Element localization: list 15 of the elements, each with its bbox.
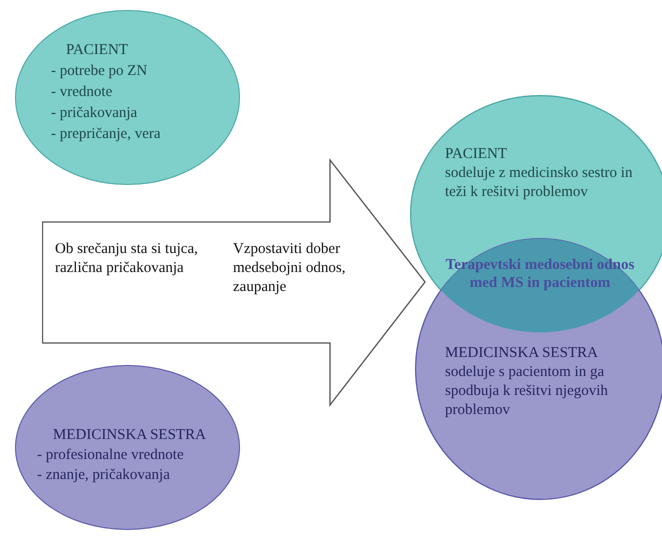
arrow-text: Ob srečanju sta si tujca, različna pričakovanja [55, 240, 199, 278]
body-text: - znanje, pričakovanja [37, 466, 171, 485]
heading-text: PACIENT [445, 145, 508, 164]
body-text: - vrednote [51, 83, 114, 102]
overlap-label: Terapevtski medosebni odnos med MS in pacientom [444, 256, 636, 292]
body-text: - prepričanje, vera [51, 125, 162, 144]
body-text: sodeluje z medicinsko sestro in teži k rešitvi problemov [445, 164, 634, 202]
body-text: - potrebe po ZN [51, 62, 148, 81]
body-text: - pričakovanja [51, 104, 138, 123]
heading-text: MEDICINSKA SESTRA [53, 426, 207, 445]
arrow-text: Vzpostaviti dober medsebojni odnos, zaupanje [233, 240, 346, 297]
heading-text: MEDICINSKA SESTRA [445, 344, 599, 363]
heading-text: PACIENT [66, 41, 129, 60]
body-text: - profesionalne vrednote [37, 446, 185, 465]
body-text: sodeluje s pacientom in ga spodbuja k rešitvi njegovih problemov [445, 363, 609, 420]
